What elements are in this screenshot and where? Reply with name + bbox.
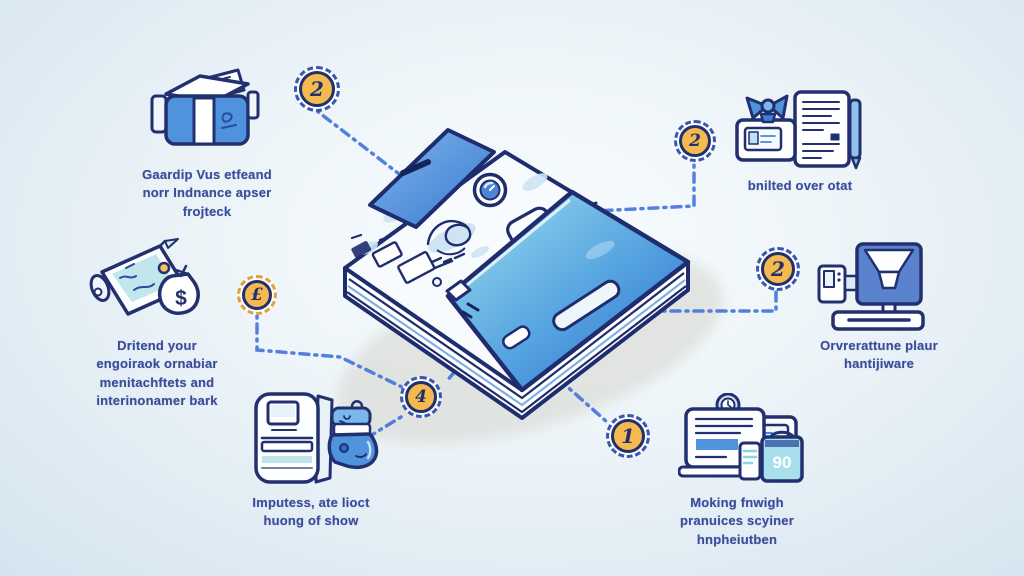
sketch-scribble [426, 219, 476, 272]
step-badge-top-right-number: 2 [679, 125, 711, 157]
map-money-icon: $ [89, 238, 200, 316]
connector-badge4-laundry [368, 415, 403, 438]
laundry-machine-icon [254, 392, 379, 484]
monitor-hardware-icon [817, 242, 925, 331]
step-badge-top-left: 2 [294, 66, 340, 112]
money-symbol: $ [175, 287, 187, 310]
device-cover [445, 189, 691, 393]
label-laundry: Imputess, ate lioct huong of show [252, 495, 370, 529]
step-badge-bottom-right-number: 1 [611, 419, 645, 453]
bag-number: 90 [773, 453, 792, 472]
label-map: Dritend your engoiraok ornabiar menitach… [96, 338, 218, 409]
step-badge-bottom-center-number: 4 [405, 381, 437, 413]
label-checkout: Moking fnwigh pranuices scyiner hnpheiut… [680, 495, 794, 547]
step-badge-right: 2 [756, 247, 800, 291]
step-badge-top-left-number: 2 [299, 71, 335, 107]
step-badge-right-number: 2 [761, 252, 795, 286]
step-badge-left: £ [237, 275, 277, 315]
device-screen [368, 128, 496, 229]
label-invoice: bnilted over otat [747, 178, 853, 193]
step-badge-bottom-center: 4 [400, 376, 442, 418]
printer-icon [150, 68, 260, 146]
mini-table [350, 233, 442, 287]
step-badge-bottom-right: 1 [606, 414, 650, 458]
clock-icon [472, 172, 508, 208]
checkout-devices-icon: 90 [678, 393, 804, 483]
label-printer: Gaardip Vus etfeand norr Indnance apser … [142, 167, 272, 219]
connector-left [255, 314, 404, 389]
label-monitor: Orvrerattune plaur hantijiware [820, 338, 938, 372]
connector-right [638, 290, 778, 313]
invoice-document-icon [735, 90, 862, 170]
step-badge-top-right: 2 [674, 120, 716, 162]
connector-top-right [593, 162, 696, 213]
step-badge-left-symbol: £ [242, 280, 272, 310]
